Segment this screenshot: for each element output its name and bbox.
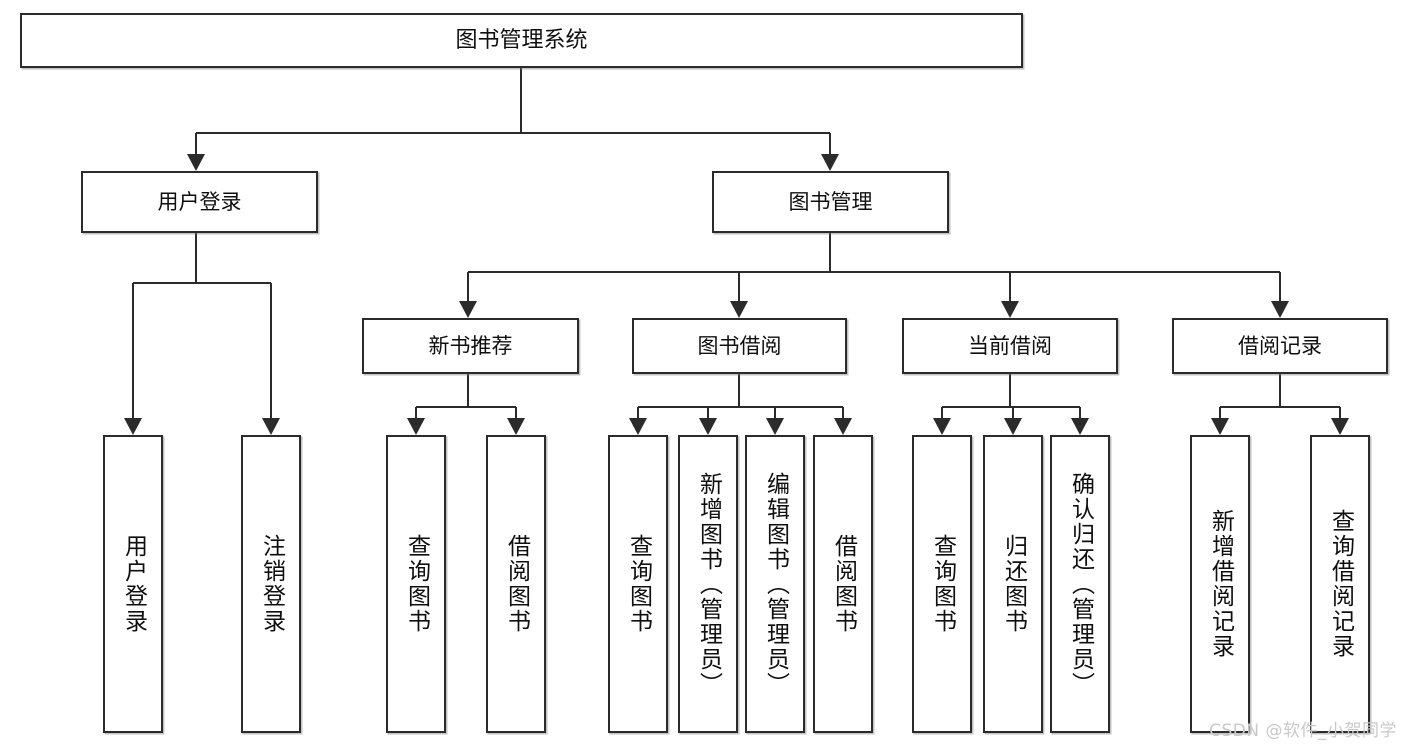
node-label-book-management: 图书管理: [788, 189, 873, 214]
node-label-new-book-recommend: 新书推荐: [428, 333, 513, 358]
node-current-borrow: 当前借阅: [902, 318, 1118, 374]
node-leaf-borrow-book-recommend: 借阅图书: [486, 435, 546, 733]
node-label-leaf-query-book-borrow: 查询图书: [625, 534, 652, 634]
node-leaf-borrow-book: 借阅图书: [813, 435, 873, 733]
node-label-leaf-logout-login: 注销登录: [258, 534, 285, 634]
node-leaf-query-book-recommend: 查询图书: [386, 435, 446, 733]
node-label-user-login: 用户登录: [157, 189, 242, 214]
node-label-leaf-query-book-recommend: 查询图书: [403, 534, 430, 634]
node-label-leaf-confirm-return-admin: 确认归还（管理员）: [1067, 471, 1094, 697]
node-new-book-recommend: 新书推荐: [362, 318, 579, 374]
node-leaf-edit-book-admin: 编辑图书（管理员）: [745, 435, 805, 733]
node-label-leaf-query-book-current: 查询图书: [929, 534, 956, 634]
node-label-current-borrow: 当前借阅: [968, 333, 1052, 358]
node-label-leaf-return-book: 归还图书: [1000, 534, 1027, 634]
node-leaf-return-book: 归还图书: [983, 435, 1043, 733]
node-label-leaf-add-book-admin: 新增图书（管理员）: [695, 471, 722, 697]
watermark-label: CSDN @软件_小贺同学: [1209, 721, 1397, 741]
node-label-book-borrow: 图书借阅: [697, 333, 782, 358]
node-book-borrow: 图书借阅: [632, 318, 847, 374]
node-leaf-query-borrow-record: 查询借阅记录: [1310, 435, 1370, 733]
node-label-leaf-query-borrow-record: 查询借阅记录: [1327, 509, 1354, 659]
node-leaf-add-borrow-record: 新增借阅记录: [1190, 435, 1250, 733]
node-label-leaf-add-borrow-record: 新增借阅记录: [1207, 509, 1234, 659]
node-leaf-add-book-admin: 新增图书（管理员）: [678, 435, 738, 733]
node-label-leaf-borrow-book: 借阅图书: [830, 534, 857, 634]
node-label-leaf-user-login: 用户登录: [120, 534, 147, 634]
node-label-leaf-edit-book-admin: 编辑图书（管理员）: [762, 471, 789, 697]
node-label-leaf-borrow-book-recommend: 借阅图书: [503, 534, 530, 634]
node-label-root: 图书管理系统: [455, 27, 588, 53]
node-leaf-query-book-borrow: 查询图书: [608, 435, 668, 733]
node-root: 图书管理系统: [20, 13, 1023, 68]
node-leaf-user-login: 用户登录: [103, 435, 163, 733]
node-leaf-logout-login: 注销登录: [241, 435, 301, 733]
node-leaf-query-book-current: 查询图书: [912, 435, 972, 733]
node-book-management: 图书管理: [712, 171, 949, 233]
node-label-borrow-record: 借阅记录: [1238, 333, 1322, 358]
node-user-login: 用户登录: [81, 171, 318, 233]
node-leaf-confirm-return-admin: 确认归还（管理员）: [1050, 435, 1110, 733]
node-borrow-record: 借阅记录: [1172, 318, 1388, 374]
